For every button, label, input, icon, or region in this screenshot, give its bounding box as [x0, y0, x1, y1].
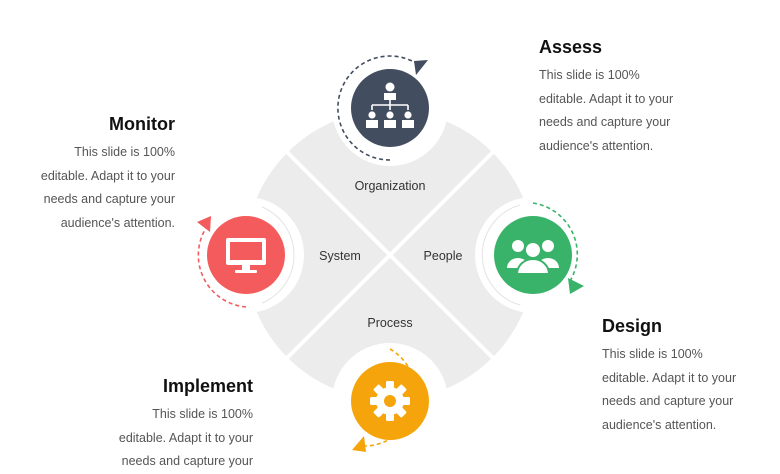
design-node — [481, 202, 584, 306]
design-cycle-arrow — [532, 202, 579, 282]
assess-arrowhead — [414, 60, 428, 75]
segment-label-organization: Organization — [355, 179, 426, 193]
assess-block: Assess This slide is 100% editable. Adap… — [539, 37, 739, 158]
assess-cycle-arrow — [337, 55, 421, 161]
design-arrowhead — [568, 278, 584, 294]
implement-node — [351, 348, 429, 452]
segment-label-people: People — [424, 249, 463, 263]
monitor-title: Monitor — [109, 114, 175, 134]
central-disc — [245, 110, 535, 400]
implement-block: Implement This slide is 100% editable. A… — [53, 376, 253, 474]
assess-title: Assess — [539, 37, 603, 57]
people-group-icon — [507, 240, 559, 275]
segment-label-system: System — [319, 249, 361, 263]
implement-title: Implement — [162, 376, 253, 396]
design-block: Design This slide is 100% editable. Adap… — [602, 316, 777, 437]
monitor-block: Monitor This slide is 100% editable. Ada… — [0, 114, 175, 235]
assess-description: This slide is 100% editable. Adapt it to… — [539, 68, 674, 153]
implement-arrowhead — [352, 436, 366, 452]
gear-icon — [370, 381, 410, 421]
monitor-node — [197, 206, 295, 308]
monitor-arrowhead — [197, 216, 211, 232]
monitor-icon — [226, 238, 266, 273]
assess-node — [337, 55, 429, 161]
monitor-cycle-arrow — [197, 224, 247, 308]
monitor-description: This slide is 100% editable. Adapt it to… — [40, 145, 175, 230]
design-description: This slide is 100% editable. Adapt it to… — [602, 347, 737, 432]
implement-description: This slide is 100% editable. Adapt it to… — [118, 407, 253, 468]
org-chart-icon — [366, 82, 414, 128]
segment-label-process: Process — [367, 316, 412, 330]
design-title: Design — [602, 316, 663, 336]
